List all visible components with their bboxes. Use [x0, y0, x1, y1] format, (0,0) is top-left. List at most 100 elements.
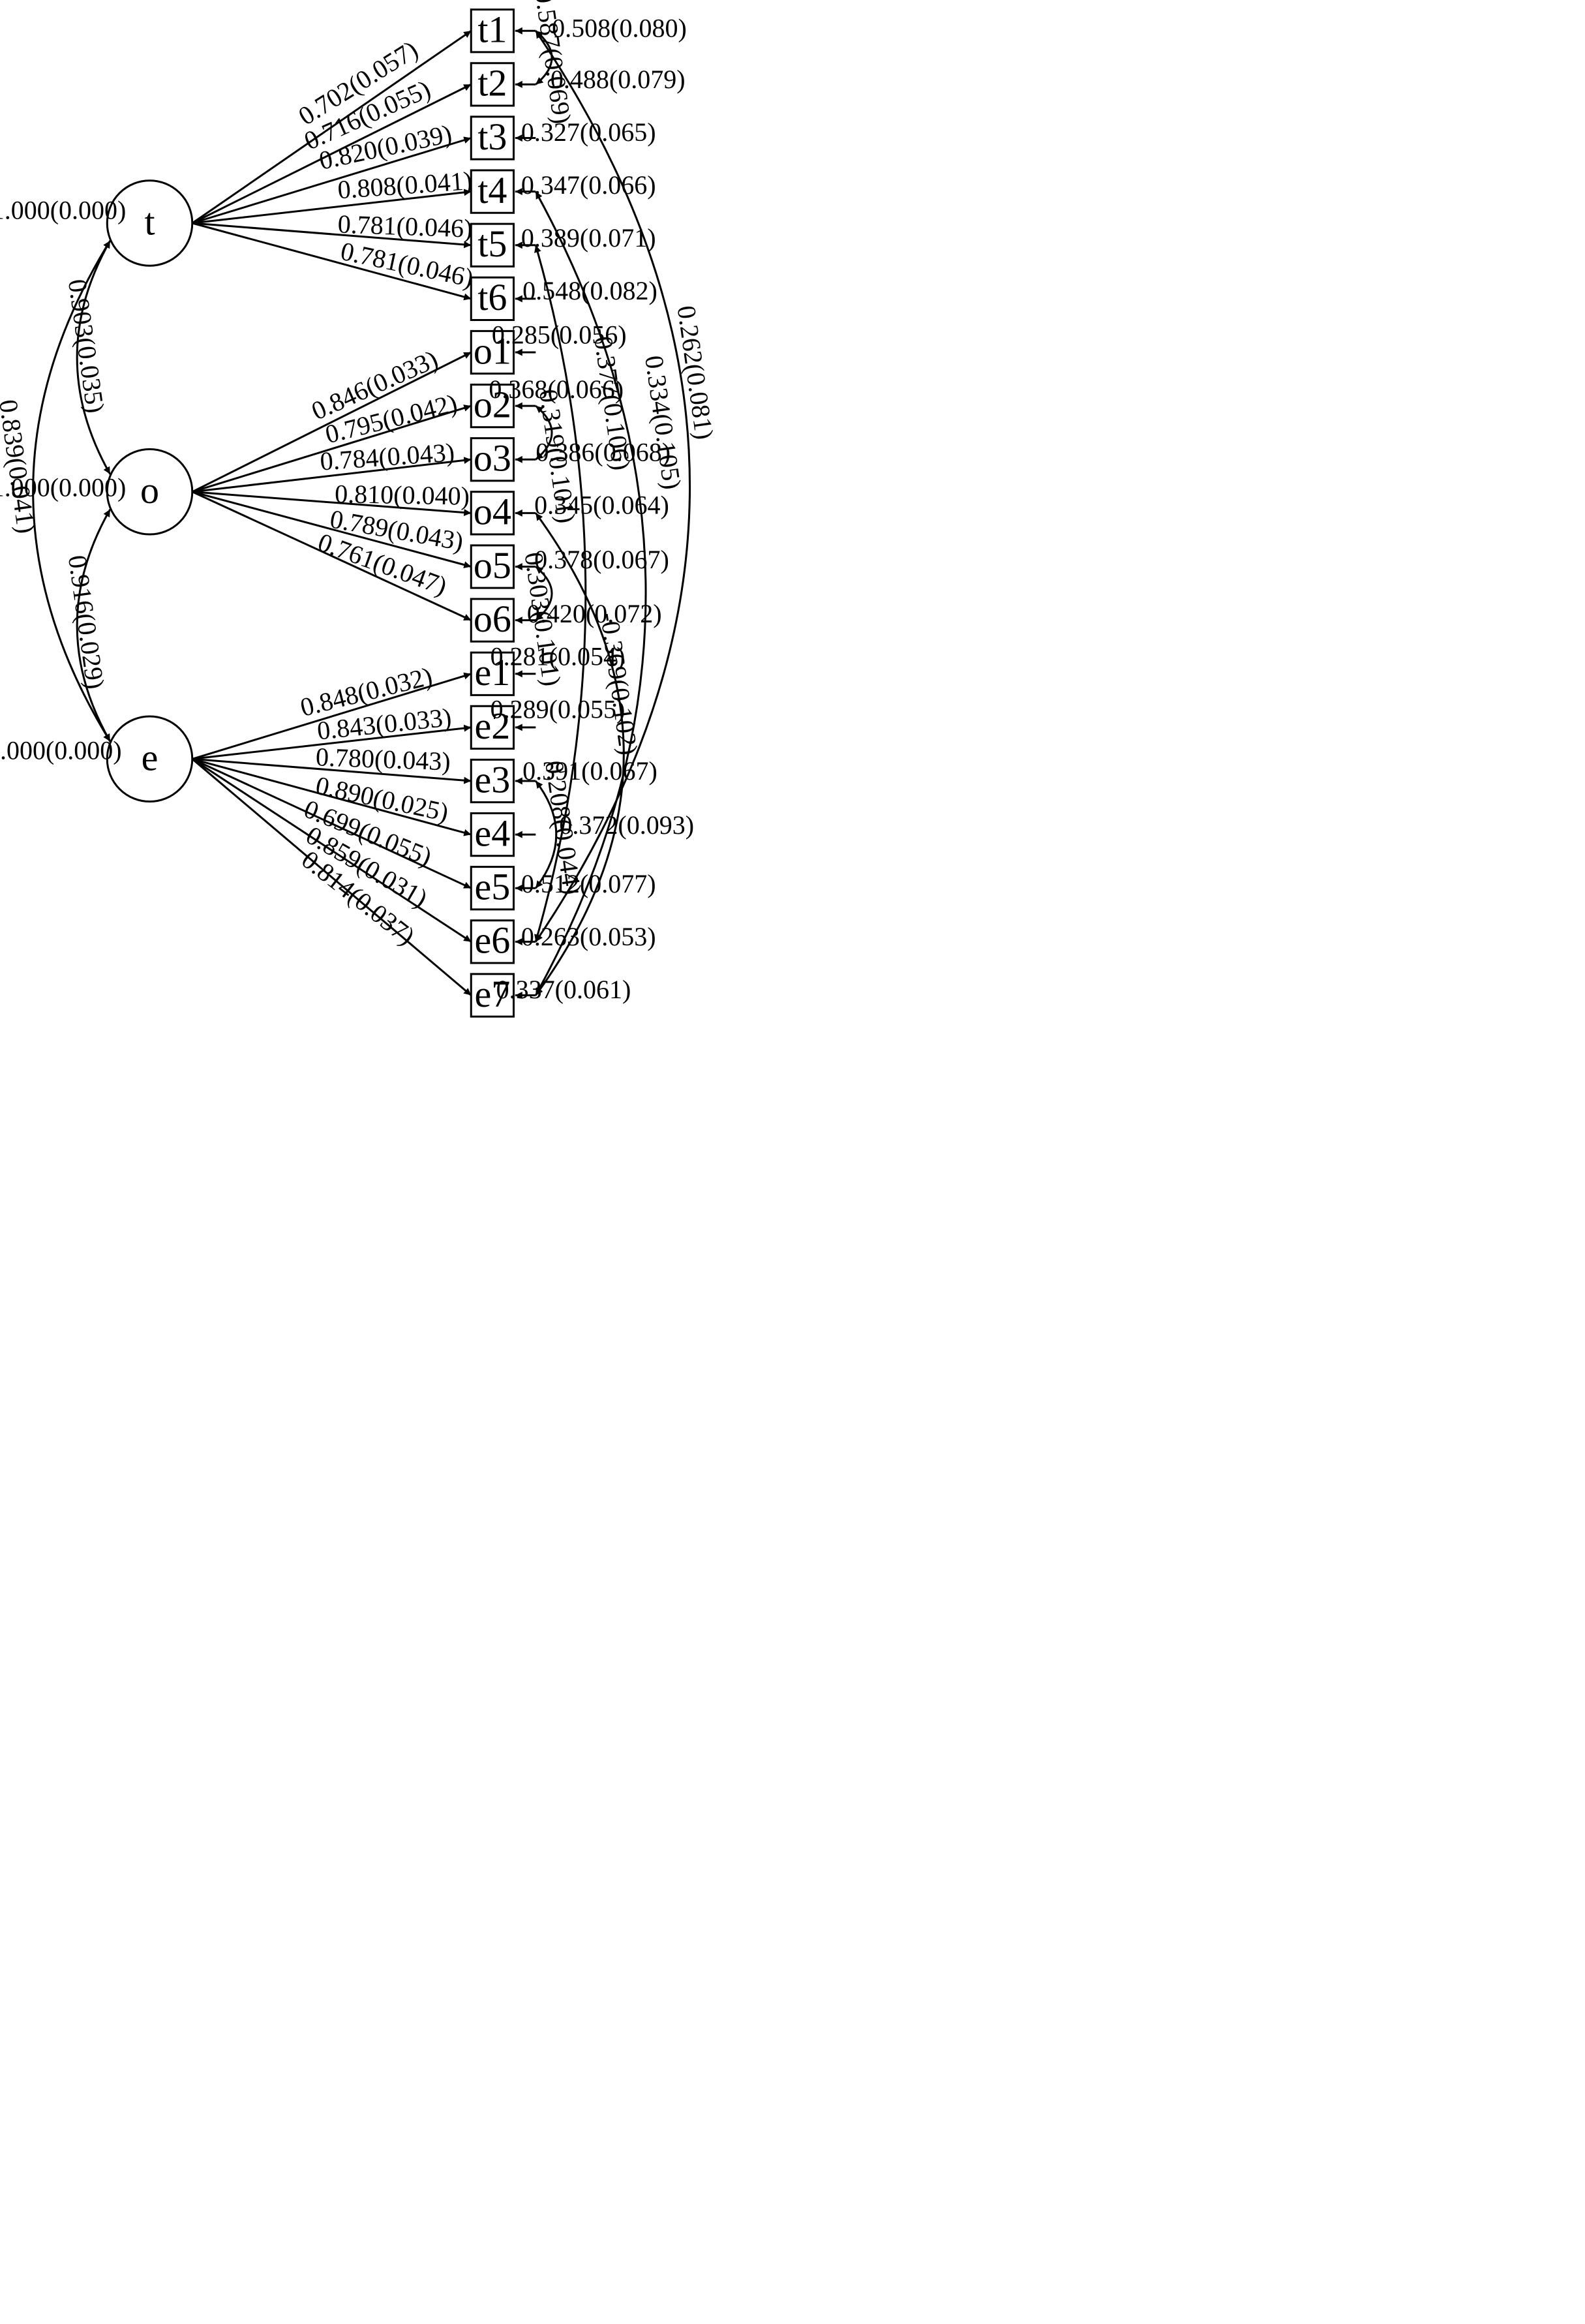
loading-arrow-o4	[192, 491, 472, 517]
residual-label-e1: 0.281(0.054)	[491, 641, 626, 671]
loading-label-e3: 0.780(0.043)	[315, 742, 451, 776]
loading-label-t5: 0.781(0.046)	[337, 209, 473, 243]
indicator-box-e4	[470, 812, 515, 857]
indicator-box-e7	[470, 973, 515, 1018]
factor-covariance-t-e	[32, 240, 112, 742]
residual-label-t2: 0.488(0.079)	[551, 65, 686, 94]
indicator-box-e1	[470, 651, 515, 696]
factor-covariance-label-t-o: 0.903(0.035)	[63, 277, 110, 415]
indicator-box-o3	[470, 437, 515, 482]
loading-label-o4: 0.810(0.040)	[335, 479, 470, 511]
indicator-box-e6	[470, 919, 515, 964]
loading-arrow-t2	[192, 84, 472, 224]
indicator-label-o1: o1	[474, 329, 511, 372]
indicator-label-t6: t6	[477, 276, 507, 318]
indicator-box-o2	[470, 384, 515, 429]
latent-variance-e: 1.000(0.000)	[0, 735, 122, 765]
loading-arrow-e6	[191, 758, 472, 943]
indicator-label-o4: o4	[474, 491, 511, 533]
indicator-label-o6: o6	[474, 598, 511, 640]
indicator-box-t5	[470, 222, 515, 268]
indicator-box-o5	[470, 544, 515, 589]
residual-label-t3: 0.327(0.065)	[521, 117, 656, 147]
residual-label-e2: 0.289(0.055)	[491, 694, 626, 724]
indicator-label-o2: o2	[474, 383, 511, 425]
indicator-label-e5: e5	[475, 866, 511, 908]
residual-label-o4: 0.345(0.064)	[534, 491, 669, 520]
indicator-label-t1: t1	[477, 8, 507, 51]
residual-covariance-o4-e7	[535, 512, 625, 996]
residual-label-e6: 0.263(0.053)	[521, 922, 656, 951]
residual-label-o3: 0.386(0.068)	[536, 438, 671, 467]
residual-covariance-label-o4-e7: -0.369(0.102)	[595, 611, 644, 757]
loading-arrow-t4	[192, 189, 472, 224]
nodes-layer: toet1t2t3t4t5t6o1o2o3o4o5o6e1e2e3e4e5e6e…	[106, 8, 515, 1018]
labels-layer: 0.702(0.057)0.716(0.055)0.820(0.039)0.80…	[0, 0, 719, 1004]
indicator-label-e1: e1	[475, 651, 511, 694]
edges-layer	[32, 27, 691, 999]
residual-covariance-e3-e5	[535, 780, 558, 889]
indicator-box-o6	[470, 598, 515, 643]
loading-arrow-e7	[191, 758, 472, 996]
loading-arrow-t6	[192, 222, 472, 301]
indicator-label-o3: o3	[474, 437, 511, 480]
loading-arrow-t5	[192, 222, 472, 249]
residual-label-t5: 0.389(0.071)	[521, 223, 656, 252]
loading-arrow-e3	[192, 757, 472, 784]
indicator-box-t6	[470, 276, 515, 321]
indicator-box-o4	[470, 491, 515, 536]
latent-node-e	[106, 715, 194, 803]
indicator-label-e3: e3	[475, 758, 511, 801]
loading-arrow-o5	[192, 491, 472, 568]
loading-arrow-e4	[192, 757, 472, 836]
residual-covariance-label-t1-e6: 0.262(0.081)	[672, 303, 719, 441]
indicator-box-t3	[470, 115, 515, 161]
indicator-box-o1	[470, 329, 515, 375]
residual-label-e4: 0.372(0.093)	[559, 810, 694, 840]
loading-arrow-t3	[192, 136, 472, 224]
latent-variance-t: 1.000(0.000)	[0, 195, 126, 224]
latent-node-t	[106, 179, 194, 267]
indicator-label-t4: t4	[477, 169, 507, 211]
loading-arrow-o1	[192, 351, 472, 493]
residual-label-t4: 0.347(0.066)	[521, 170, 656, 200]
indicator-label-t3: t3	[477, 115, 507, 158]
residual-label-o1: 0.285(0.056)	[492, 320, 627, 350]
indicator-label-e4: e4	[475, 812, 511, 854]
loading-arrow-o2	[192, 405, 472, 493]
indicator-box-t2	[470, 62, 515, 107]
factor-covariance-t-o	[76, 240, 112, 475]
indicator-box-t4	[470, 169, 515, 214]
residual-label-o5: 0.378(0.067)	[534, 545, 669, 574]
indicator-label-e2: e2	[475, 705, 511, 747]
residual-label-t1: 0.508(0.080)	[552, 13, 687, 42]
loading-arrow-o3	[192, 457, 472, 493]
indicator-label-t5: t5	[477, 222, 507, 265]
loading-arrow-e1	[192, 672, 472, 760]
residual-label-t6: 0.548(0.082)	[522, 276, 657, 305]
indicator-label-o5: o5	[474, 544, 511, 587]
factor-covariance-label-t-e: 0.839(0.041)	[0, 397, 41, 535]
loading-arrow-e5	[192, 757, 472, 889]
indicator-box-e2	[470, 705, 515, 750]
latent-label-o: o	[140, 469, 159, 512]
latent-label-t: t	[144, 200, 155, 243]
residual-label-o6: 0.420(0.072)	[527, 599, 662, 628]
residual-covariance-t4-e7	[534, 191, 647, 996]
indicator-label-t2: t2	[477, 62, 507, 104]
latent-variance-o: 1.000(0.000)	[0, 473, 126, 502]
loading-label-t4: 0.808(0.041)	[337, 166, 473, 204]
factor-covariance-label-o-e: 0.916(0.029)	[63, 553, 110, 691]
indicator-label-e6: e6	[475, 919, 511, 962]
residual-label-e7: 0.337(0.061)	[496, 975, 631, 1004]
loading-arrow-o6	[192, 491, 472, 621]
residual-covariance-t1-e6	[535, 30, 691, 943]
loading-arrow-t1	[191, 30, 472, 224]
latent-node-o	[106, 448, 194, 536]
indicator-box-t1	[470, 8, 515, 54]
latent-label-e: e	[142, 737, 158, 779]
residual-label-e5: 0.512(0.077)	[521, 869, 656, 898]
indicator-box-e3	[470, 758, 515, 804]
factor-covariance-o-e	[76, 509, 112, 742]
